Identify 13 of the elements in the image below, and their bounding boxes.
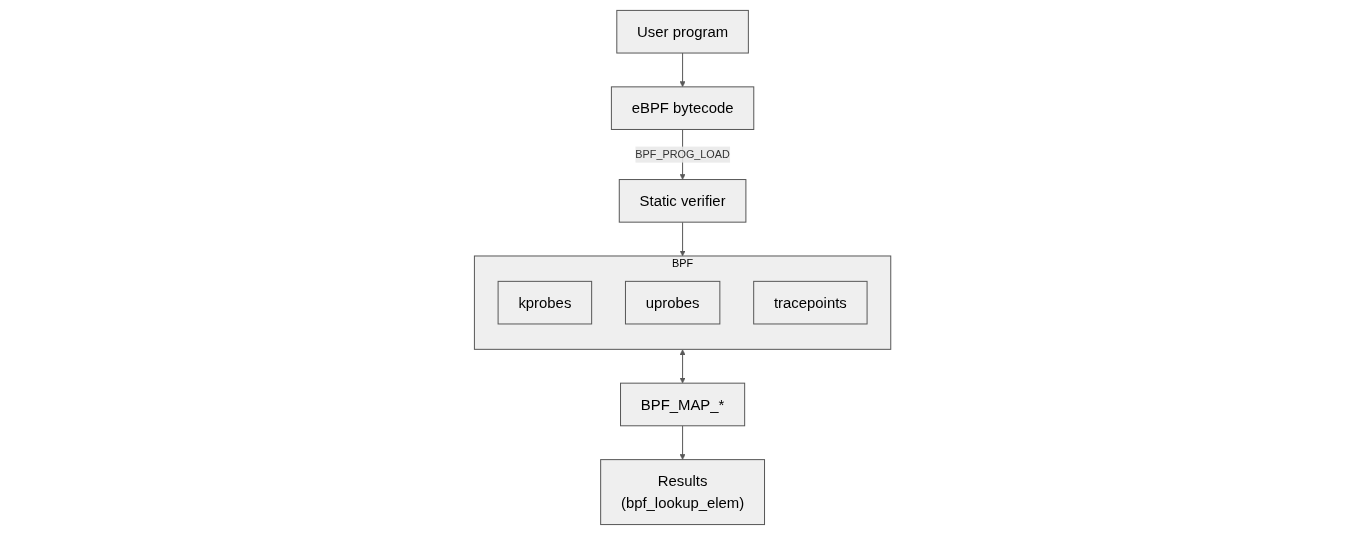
arrow [679,349,686,384]
node-box: tracepoints [753,280,868,325]
edge-label: BPF_PROG_LOAD [635,148,730,160]
node-box: Static verifier [618,179,747,223]
node-box: eBPF bytecode [610,86,755,130]
arrow [679,425,686,460]
arrow [679,221,686,257]
node-box: Results (bpf_lookup_elem) [600,459,765,526]
arrow [679,52,686,88]
node-box: BPF_MAP_* [619,382,746,427]
node-box: kprobes [497,280,593,325]
node-box: User program [616,9,749,54]
node-box: uprobes [624,280,721,325]
